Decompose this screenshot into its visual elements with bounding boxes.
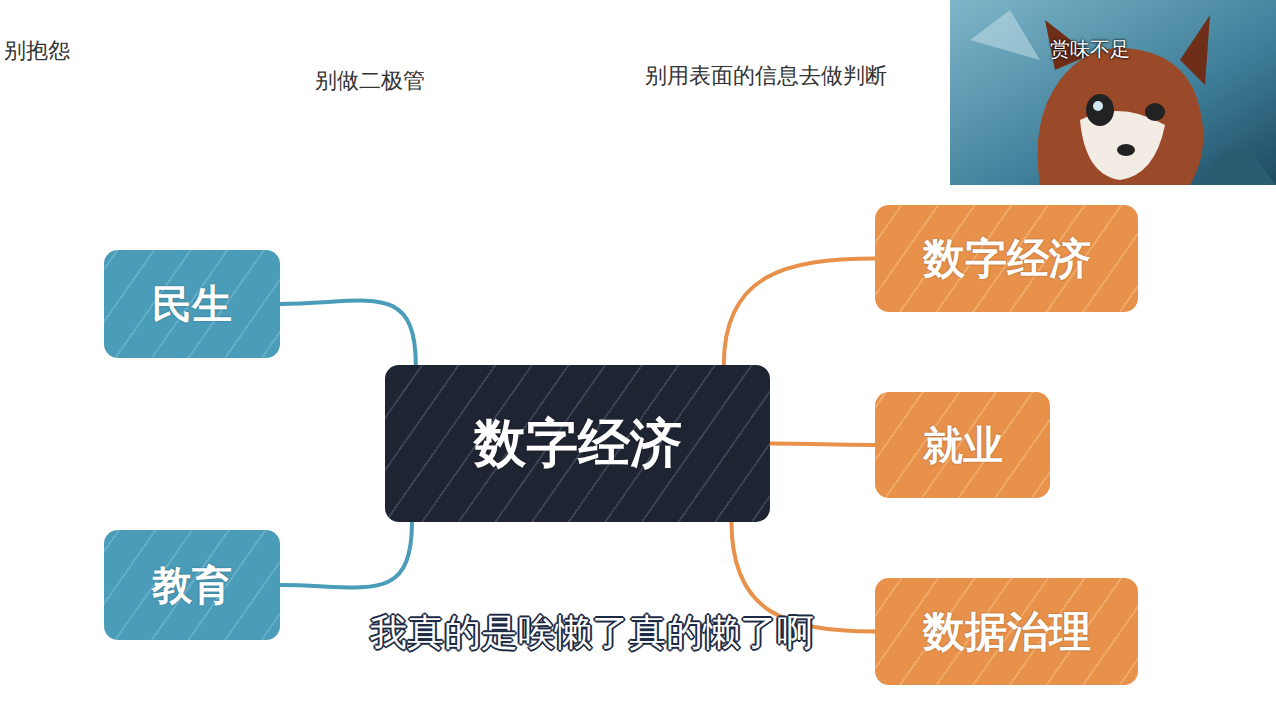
branch-connector [770, 444, 875, 446]
note-text: 别做二极管 [315, 66, 425, 96]
node-text: 数据治理 [923, 604, 1091, 660]
node-text: 数字经济 [923, 231, 1091, 287]
topic-box: 教育 [104, 530, 280, 640]
note-text: 别用表面的信息去做判断 [645, 61, 887, 91]
branch-connector [280, 301, 416, 365]
topic-box: 数据治理 [875, 578, 1138, 685]
topic-box: 就业 [875, 392, 1050, 498]
branch-connector [724, 259, 875, 366]
central-box: 数字经济 [385, 365, 770, 522]
photo-caption: 赏味不足 [1050, 36, 1130, 63]
node-text: 民生 [152, 277, 232, 332]
note-text: 别抱怨 [4, 36, 70, 66]
topic-box: 数字经济 [875, 205, 1138, 312]
node-text: 数字经济 [474, 409, 682, 479]
branch-connector [280, 522, 412, 588]
red-panda-photo [950, 0, 1276, 185]
node-text: 教育 [152, 558, 232, 613]
topic-box: 民生 [104, 250, 280, 358]
subtitle-text: 我真的是唉懒了真的懒了啊 [370, 608, 814, 658]
node-text: 就业 [923, 418, 1003, 473]
